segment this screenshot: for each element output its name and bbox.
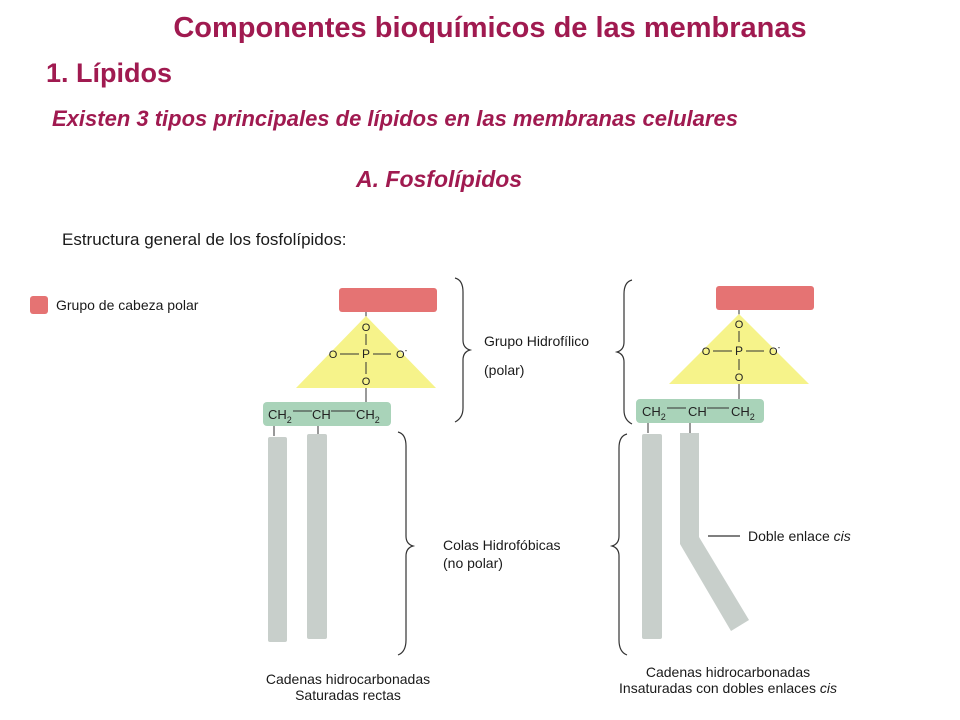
hydrophobic-brace xyxy=(397,431,416,656)
legend-label: Grupo de cabeza polar xyxy=(56,297,199,313)
hydrophobic-label: Colas Hidrofóbicas xyxy=(443,537,561,553)
glycerol-backbone xyxy=(263,402,391,426)
ch2-left: CH2 xyxy=(268,407,292,425)
hydrophilic-polar-label: (polar) xyxy=(484,362,525,378)
oxygen-top: O xyxy=(362,322,371,334)
unsaturated-caption: Cadenas hidrocarbonadas Insaturadas con … xyxy=(619,664,837,696)
ch2-left: CH2 xyxy=(642,404,666,422)
phosphorus: P xyxy=(735,344,743,358)
page-title: Componentes bioquímicos de las membranas xyxy=(173,12,807,44)
glycerol-backbone xyxy=(636,399,764,423)
ch2-right: CH2 xyxy=(356,407,380,425)
oxygen-anion: O- xyxy=(769,343,781,358)
polar-head-group xyxy=(716,286,814,310)
unsaturated-tail-straight xyxy=(642,434,662,639)
hydrophobic-nonpolar-label: (no polar) xyxy=(443,555,503,571)
hydrophobic-brace-right xyxy=(609,433,628,656)
phosphorus: P xyxy=(362,347,370,361)
hydrophilic-label: Grupo Hidrofílico xyxy=(484,333,590,349)
polar-head-group xyxy=(339,288,437,312)
phosphate-triangle xyxy=(296,316,436,388)
phosphate-triangle xyxy=(669,314,809,384)
ch-middle: CH xyxy=(688,404,707,419)
saturated-tail-1 xyxy=(268,437,287,642)
saturated-phospholipid: O O P O- O CH2 CH CH2 xyxy=(263,288,437,642)
oxygen-anion: O- xyxy=(396,346,408,361)
oxygen-bottom: O xyxy=(735,372,744,384)
ch-middle: CH xyxy=(312,407,331,422)
hydrophilic-brace xyxy=(454,277,473,423)
section-heading: 1. Lípidos xyxy=(46,58,173,88)
saturated-tail-2 xyxy=(307,434,327,639)
oxygen-left: O xyxy=(702,346,711,358)
subtitle: Existen 3 tipos principales de lípidos e… xyxy=(52,106,738,131)
oxygen-left: O xyxy=(329,349,338,361)
unsaturated-tail-kinked xyxy=(680,433,749,631)
structure-title: Estructura general de los fosfolípidos: xyxy=(62,230,347,249)
double-bond-label: Doble enlace cis xyxy=(748,528,851,544)
hydrophilic-brace-right xyxy=(614,279,633,425)
subsection-heading: A. Fosfolípidos xyxy=(356,166,523,192)
unsaturated-phospholipid: O O P O- O CH2 CH CH2 xyxy=(636,286,814,639)
saturated-caption: Cadenas hidrocarbonadas Saturadas rectas xyxy=(265,671,431,703)
ch2-right: CH2 xyxy=(731,404,755,422)
oxygen-bottom: O xyxy=(362,376,371,388)
legend-swatch xyxy=(30,296,48,314)
oxygen-top: O xyxy=(735,319,744,331)
